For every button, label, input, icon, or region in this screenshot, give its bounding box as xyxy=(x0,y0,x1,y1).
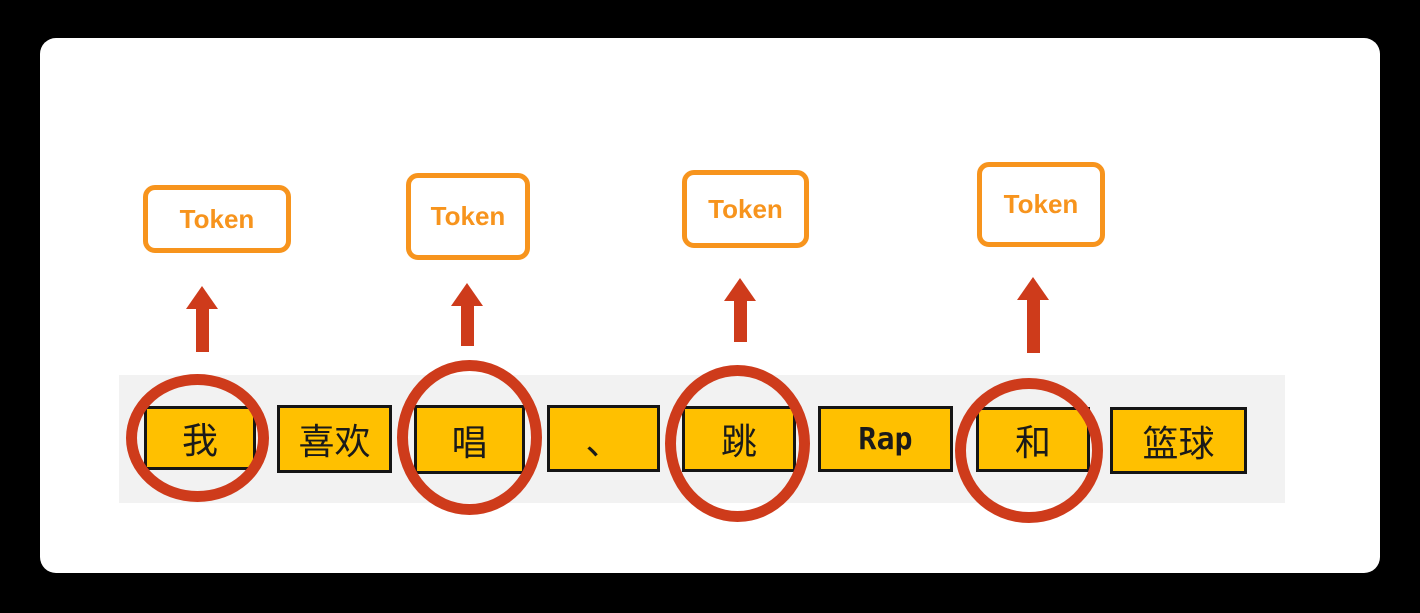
token-box-1-label: Token xyxy=(179,203,255,234)
arrow-up-icon-4 xyxy=(1017,277,1049,353)
token-box-3: Token xyxy=(682,170,809,248)
token-box-4: Token xyxy=(977,162,1105,247)
arrow-up-icon-1 xyxy=(186,286,218,352)
token-cell-4-text: 、 xyxy=(585,421,622,463)
token-cell-8-text: 篮球 xyxy=(1142,423,1215,465)
token-cell-8: 篮球 xyxy=(1110,407,1247,474)
token-box-1: Token xyxy=(143,185,291,253)
arrow-stem xyxy=(733,301,747,342)
arrow-head xyxy=(1017,277,1049,300)
arrow-head xyxy=(724,278,756,301)
token-cell-2: 喜欢 xyxy=(277,405,392,473)
token-cell-2-text: 喜欢 xyxy=(298,422,371,463)
arrow-up-icon-3 xyxy=(724,278,756,342)
arrow-head xyxy=(451,283,483,306)
arrow-stem xyxy=(460,306,474,346)
highlight-circle-icon-1 xyxy=(126,374,269,502)
token-box-4-label: Token xyxy=(1003,189,1079,219)
diagram-card: Token Token Token Token xyxy=(40,38,1380,573)
token-cell-4: 、 xyxy=(547,405,660,472)
arrow-head xyxy=(186,286,218,309)
arrow-stem xyxy=(1026,300,1040,353)
token-cell-6-text: Rap xyxy=(858,421,913,457)
token-box-3-label: Token xyxy=(708,193,783,224)
highlight-circle-icon-2 xyxy=(397,360,542,515)
arrow-up-icon-2 xyxy=(451,283,483,346)
highlight-circle-icon-3 xyxy=(665,365,810,522)
token-cell-6: Rap xyxy=(818,406,953,472)
arrow-stem xyxy=(195,309,209,352)
token-box-2: Token xyxy=(406,173,530,260)
token-box-2-label: Token xyxy=(430,201,506,231)
highlight-circle-icon-4 xyxy=(955,378,1103,523)
